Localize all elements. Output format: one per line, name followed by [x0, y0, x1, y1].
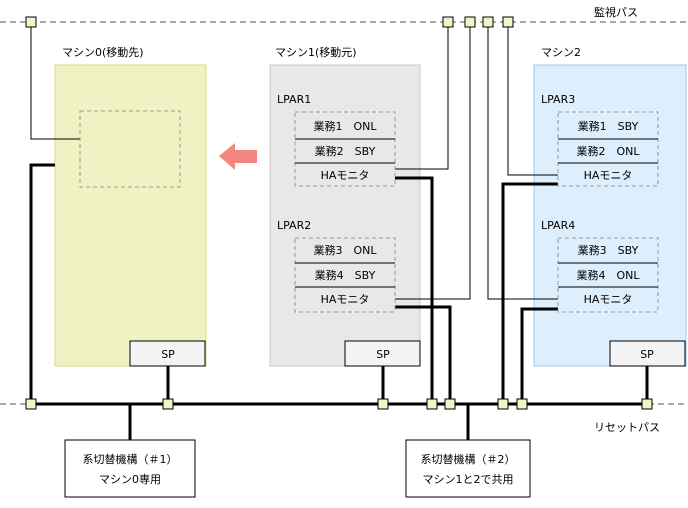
lpar2-label: LPAR2 — [277, 219, 311, 232]
lpar4-box: 業務3 SBY 業務4 ONL HAモニタ — [557, 237, 659, 313]
monitor-connections — [30, 22, 558, 300]
switch-box-1: 系切替機構（＃1） マシン0専用 — [64, 439, 196, 498]
connection-nodes — [25, 16, 653, 410]
lpar4-label: LPAR4 — [541, 219, 575, 232]
lpar2-ha-monitor: HAモニタ — [321, 293, 370, 306]
machine-2-title: マシン2 — [541, 46, 581, 59]
machine-2-box — [533, 64, 687, 367]
lpar3-label: LPAR3 — [541, 93, 575, 106]
lpar4-ha-monitor: HAモニタ — [584, 293, 633, 306]
lpar2-job-4: 業務4 SBY — [315, 268, 376, 282]
switch-2-line-2: マシン1と2で共用 — [423, 473, 514, 486]
lpar1-job-1: 業務1 ONL — [313, 119, 377, 133]
reset-path-label: リセットパス — [594, 421, 660, 434]
sp-label-machine-0: SP — [161, 348, 175, 361]
sp-label-machine-2: SP — [640, 348, 654, 361]
lpar2-job-3: 業務3 ONL — [313, 243, 377, 257]
lpar3-box: 業務1 SBY 業務2 ONL HAモニタ — [557, 111, 659, 187]
machine-0-box — [54, 64, 207, 367]
sp-label-machine-1: SP — [376, 348, 390, 361]
monitor-path-label: 監視パス — [594, 5, 638, 19]
sp-box-machine-0: SP — [129, 340, 206, 367]
switch-1-line-1: 系切替機構（＃1） — [83, 452, 178, 466]
lpar3-ha-monitor: HAモニタ — [584, 169, 633, 182]
reset-connections — [29, 163, 649, 440]
lpar4-job-4: 業務4 ONL — [576, 268, 640, 282]
lpar1-label: LPAR1 — [277, 93, 311, 106]
lpar3-job-1: 業務1 SBY — [578, 119, 639, 133]
sp-box-machine-2: SP — [609, 340, 686, 367]
machine-0-title: マシン0(移動先) — [62, 45, 144, 59]
switch-box-2: 系切替機構（＃2） マシン1と2で共用 — [405, 439, 531, 498]
machine-1-box — [269, 64, 421, 367]
lpar1-ha-monitor: HAモニタ — [321, 169, 370, 182]
sp-box-machine-1: SP — [344, 340, 421, 367]
machine-0-placeholder — [79, 110, 181, 188]
migration-arrow — [219, 143, 257, 170]
lpar2-box: 業務3 ONL 業務4 SBY HAモニタ — [294, 237, 396, 313]
switch-2-line-1: 系切替機構（＃2） — [421, 452, 516, 466]
machine-1-title: マシン1(移動元) — [275, 45, 357, 59]
lpar1-box: 業務1 ONL 業務2 SBY HAモニタ — [294, 111, 396, 187]
lpar3-job-2: 業務2 ONL — [576, 144, 640, 158]
lpar1-job-2: 業務2 SBY — [315, 144, 376, 158]
switch-1-line-2: マシン0専用 — [99, 473, 161, 486]
lpar4-job-3: 業務3 SBY — [578, 243, 639, 257]
